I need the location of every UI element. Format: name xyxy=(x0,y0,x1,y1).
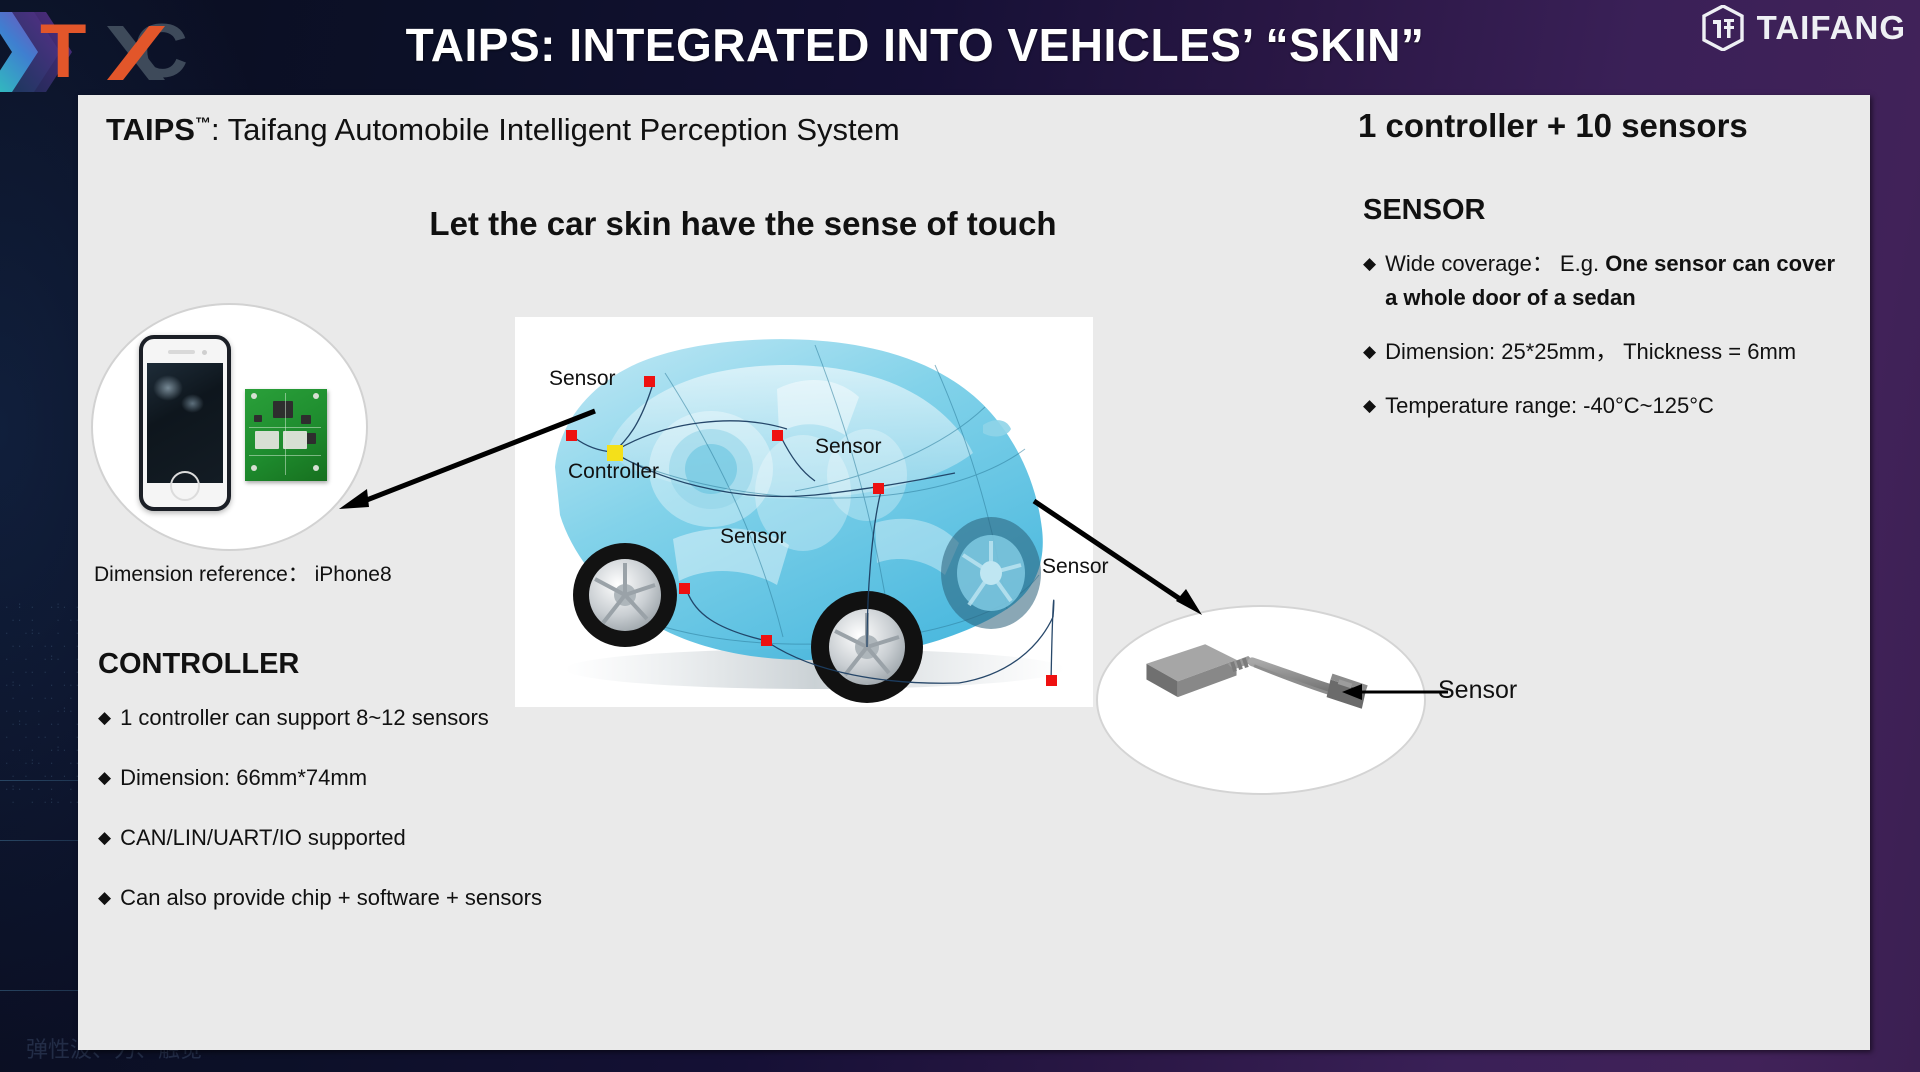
page-title: TAIPS: INTEGRATED INTO VEHICLES’ “SKIN” xyxy=(405,19,1425,71)
pcb-connector xyxy=(283,431,307,449)
wheel-rear-right xyxy=(941,517,1041,629)
sensor-block-title: SENSOR xyxy=(1363,194,1486,226)
controller-bullet-3: ◆ CAN/LIN/UART/IO supported xyxy=(98,821,718,855)
sensor-pad-illustration xyxy=(1146,644,1368,709)
car-label-sensor-2: Sensor xyxy=(815,435,882,458)
sensor-bullet-3: ◆ Temperature range: -40°C~125°C xyxy=(1363,389,1853,423)
car-label-sensor-1: Sensor xyxy=(549,367,616,390)
diamond-bullet-icon: ◆ xyxy=(98,888,112,907)
pcb-pad xyxy=(251,465,257,471)
controller-sensor-count: 1 controller + 10 sensors xyxy=(1358,107,1748,144)
pcb-pad xyxy=(313,465,319,471)
pcb-pad xyxy=(313,393,319,399)
pcb-chip xyxy=(305,433,316,444)
sensor-bullet-1-bold: One sensor can cover a whole door of a s… xyxy=(1385,251,1836,310)
diamond-bullet-icon: ◆ xyxy=(1363,254,1377,273)
diamond-bullet-icon: ◆ xyxy=(1363,396,1377,415)
sensor-bullet-2: ◆ Dimension: 25*25mm， Thickness = 6mm xyxy=(1363,335,1853,369)
panel-subtitle-brand: TAIPS xyxy=(106,112,195,147)
sensor-callout-label: Sensor xyxy=(1438,676,1518,704)
phone-camera-icon xyxy=(201,350,207,355)
txc-hex-icon xyxy=(0,12,72,92)
txc-letter-t: T xyxy=(40,9,86,94)
controller-bullet-2: ◆ Dimension: 66mm*74mm xyxy=(98,761,718,795)
sensor-bullet-3-text: Temperature range: -40°C~125°C xyxy=(1385,393,1714,418)
controller-bullet-3-text: CAN/LIN/UART/IO supported xyxy=(120,825,406,850)
controller-pcb-illustration xyxy=(245,389,327,481)
diamond-bullet-icon: ◆ xyxy=(98,828,112,847)
sensor-bullet-1: ◆ Wide coverage： E.g. One sensor can cov… xyxy=(1363,247,1853,315)
sensor-bullet-1-plain: Wide coverage： E.g. xyxy=(1385,251,1606,276)
car-illustration xyxy=(555,339,1065,703)
sensor-bullet-1-text: Wide coverage： E.g. One sensor can cover… xyxy=(1385,247,1853,315)
controller-bullet-4-text: Can also provide chip + software + senso… xyxy=(120,885,542,910)
taifang-wordmark: TAIFANG xyxy=(1756,9,1906,46)
controller-bullet-4: ◆ Can also provide chip + software + sen… xyxy=(98,881,718,915)
pcb-trace xyxy=(285,393,286,475)
center-heading: Let the car skin have the sense of touch xyxy=(429,205,1057,242)
pcb-chip xyxy=(273,401,293,418)
trademark-symbol: ™ xyxy=(195,115,211,133)
car-label-sensor-4: Sensor xyxy=(1042,555,1109,578)
sensor-spec-block: SENSOR ◆ Wide coverage： E.g. One sensor … xyxy=(1363,194,1853,443)
taifang-logo: TAIFANG xyxy=(1701,2,1906,54)
pcb-connector xyxy=(255,431,279,449)
diamond-bullet-icon: ◆ xyxy=(1363,342,1377,361)
controller-bullet-1-text: 1 controller can support 8~12 sensors xyxy=(120,705,489,730)
car-label-controller: Controller xyxy=(568,460,660,483)
phone-home-button-icon xyxy=(170,471,200,501)
slide-panel: TAIPS™: Taifang Automobile Intelligent P… xyxy=(78,95,1870,1050)
controller-marker xyxy=(607,445,623,461)
sensor-label-leader-icon xyxy=(1342,684,1448,700)
controller-block-title: CONTROLLER xyxy=(98,648,300,680)
dimension-reference-caption: Dimension reference： iPhone8 xyxy=(94,563,392,586)
taifang-hex-icon xyxy=(1701,5,1744,51)
pcb-chip xyxy=(301,415,311,424)
wheel-front-left xyxy=(573,543,677,647)
controller-photo-callout xyxy=(91,303,368,551)
panel-subtitle-rest: : Taifang Automobile Intelligent Percept… xyxy=(211,112,900,147)
backdrop-texture: . : . .:. .. .. . . .. . .:. . . .. . ..… xyxy=(4,601,86,806)
panel-subtitle: TAIPS™: Taifang Automobile Intelligent P… xyxy=(106,112,900,148)
phone-screen xyxy=(147,363,223,483)
txc-logo: TXC xyxy=(0,0,210,102)
pcb-chip xyxy=(254,415,262,422)
diamond-bullet-icon: ◆ xyxy=(98,768,112,787)
pcb-pad xyxy=(251,393,257,399)
controller-bullet-2-text: Dimension: 66mm*74mm xyxy=(120,765,368,790)
car-label-sensor-3: Sensor xyxy=(720,525,787,548)
txc-letter-x-icon xyxy=(107,26,165,80)
phone-speaker-icon xyxy=(168,350,196,354)
diamond-bullet-icon: ◆ xyxy=(98,708,112,727)
sensor-photo-callout xyxy=(1096,605,1426,795)
controller-bullet-1: ◆ 1 controller can support 8~12 sensors xyxy=(98,701,718,735)
sensor-bullet-2-text: Dimension: 25*25mm， Thickness = 6mm xyxy=(1385,339,1797,364)
iphone-illustration xyxy=(139,335,231,511)
controller-spec-block: CONTROLLER ◆ 1 controller can support 8~… xyxy=(98,648,718,941)
